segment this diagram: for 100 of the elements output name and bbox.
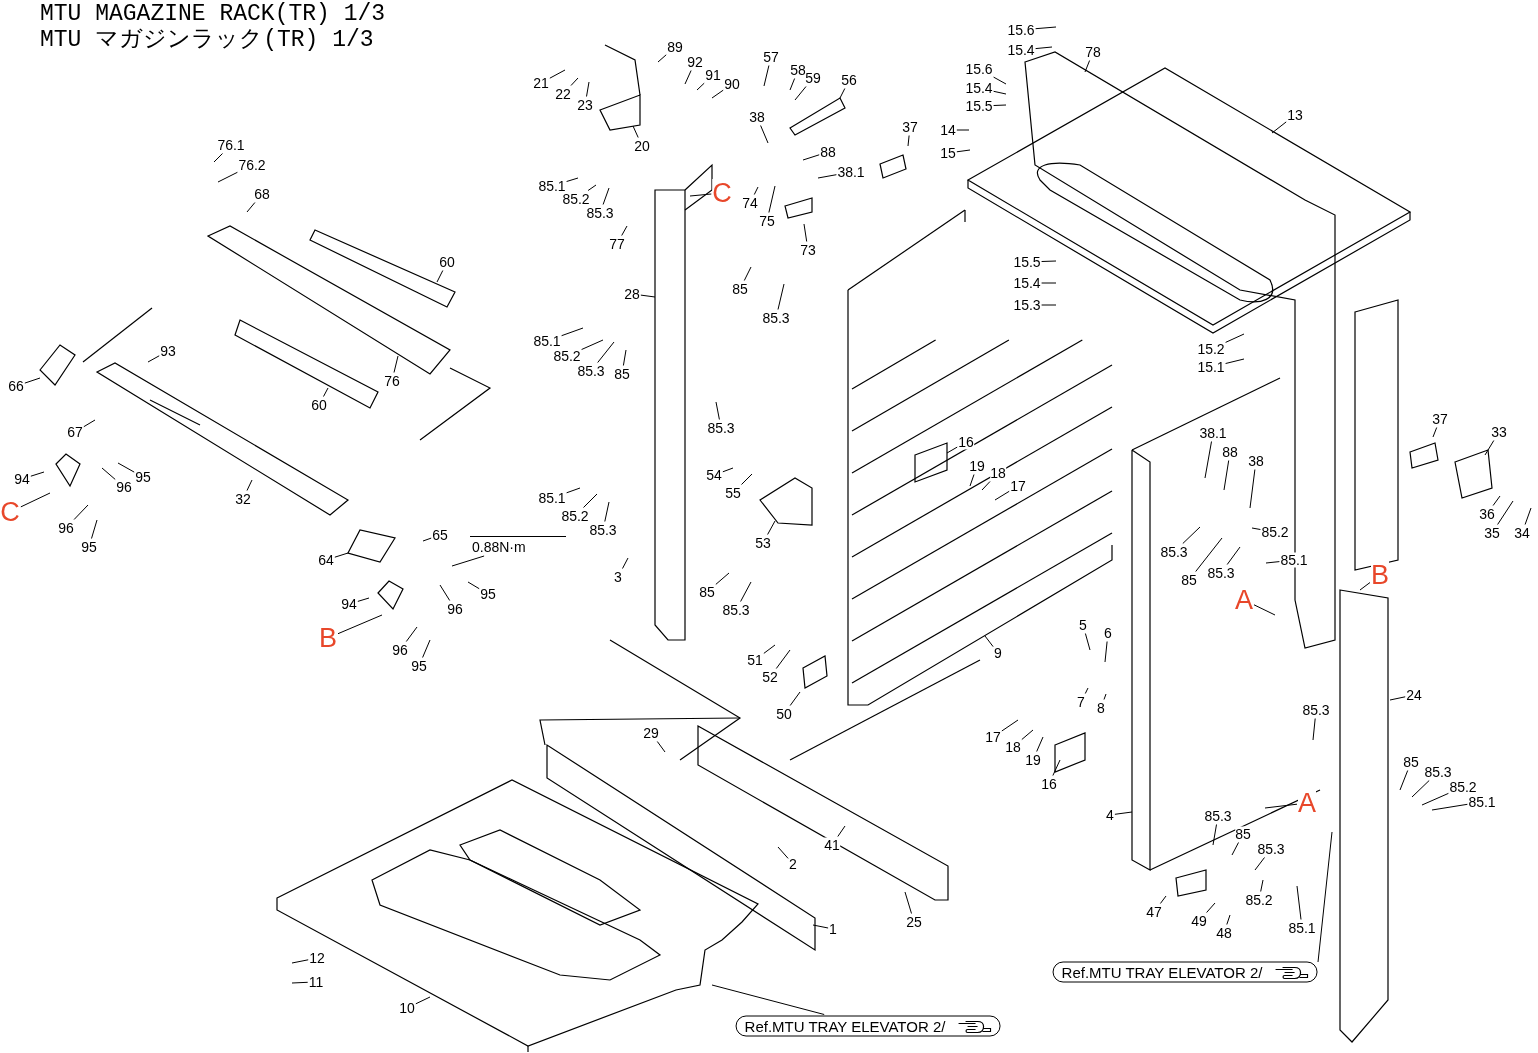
callout-number: 16 [958,434,974,450]
callout-number: 95 [135,469,151,485]
callout-number: 29 [643,725,659,741]
callout-number: 85.3 [1424,764,1452,780]
leader-line [581,339,604,350]
callout-number: 88 [820,144,836,160]
leader-line [73,504,89,520]
leader-line [436,270,444,283]
leader-line [1231,842,1239,856]
leader-line [956,129,970,131]
callout-number: 73 [800,242,816,258]
leader-line [30,471,45,477]
leader-line [837,825,846,837]
reference-text: Ref.MTU TRAY ELEVATOR 2/ [744,1018,946,1034]
callout-number: 15.4 [965,80,993,96]
leader-line [1223,460,1230,491]
leader-line [775,649,791,669]
leader-line [740,581,752,602]
callout-number: 85.2 [1245,892,1273,908]
leader-line [101,467,116,480]
leader-line [24,377,41,384]
torque-note: 0.88N·m [470,536,566,555]
callout-number: 22 [555,86,571,102]
leader-line [415,996,431,1005]
leader-line [1041,304,1057,306]
callout-number: 90 [724,76,740,92]
callout-number: 7 [1077,694,1085,710]
callout-number: 60 [439,254,455,270]
callout-number: 16 [1041,776,1057,792]
callout-number: 85.3 [707,420,735,436]
callout-number: 14 [940,122,956,138]
leader-line [1312,718,1316,741]
leader-line [1035,26,1057,30]
callout-number: 85.1 [538,490,566,506]
leader-line [803,223,808,242]
leader-line [20,492,51,508]
callout-number: 15.3 [1013,297,1041,313]
leader-line [777,846,789,859]
leader-line [1001,719,1019,732]
leader-line [246,479,253,491]
callout-number: 85.2 [561,508,589,524]
leader-line [1114,811,1133,815]
callout-number: 8 [1097,700,1105,716]
leader-line [802,154,820,161]
leader-line [777,283,785,310]
leader-line [763,644,776,654]
callout-number: 59 [805,70,821,86]
leader-line [657,54,667,63]
leader-line [337,614,383,635]
leader-line [1035,46,1053,50]
callout-number: 15.6 [965,61,993,77]
leader-line [1492,495,1501,506]
leader-line [1225,358,1245,364]
callout-number: 85 [699,584,715,600]
leader-line [597,341,615,363]
leader-line [715,401,720,420]
leader-line [561,327,584,337]
callout-number: 85 [1235,826,1251,842]
callout-number: 35 [1484,525,1500,541]
callout-number: 95 [81,539,97,555]
leader-line [323,387,329,397]
callout-number: 19 [1025,752,1041,768]
leader-line [1296,885,1302,920]
callout-number: 12 [309,950,325,966]
leader-line [812,924,829,929]
leader-line [549,69,566,79]
leader-line [817,174,837,179]
callout-number: 41 [824,837,840,853]
callout-number: 76 [384,373,400,389]
leader-line [1036,736,1044,752]
callout-number: 95 [480,586,496,602]
leader-line [83,419,96,428]
leader-line [357,597,370,602]
leader-line [763,65,770,87]
leader-line [767,520,776,535]
callout-number: 58 [790,62,806,78]
leader-line [1041,282,1057,284]
leader-line [621,225,628,236]
callout-number: 38.1 [1199,425,1227,441]
callout-number: 53 [755,535,771,551]
leader-line [1159,895,1167,904]
callout-number: 85.3 [1160,544,1188,560]
callout-number: 9 [994,645,1002,661]
callout-number: 75 [759,213,775,229]
callout-number: 85 [614,366,630,382]
callout-number: 38 [749,109,765,125]
leader-line [1254,857,1265,871]
callout-number: 18 [990,465,1006,481]
leader-line [246,202,256,213]
leader-line [451,555,485,567]
callout-number: 17 [1010,478,1026,494]
leader-line [1104,641,1108,663]
leader-line [602,187,610,205]
leader-line [743,266,752,281]
callout-number: 64 [318,552,334,568]
callout-number: 85.2 [553,348,581,364]
leader-line [839,88,846,99]
callout-number: 74 [742,195,758,211]
callout-number: 56 [841,72,857,88]
leader-line [393,355,399,373]
